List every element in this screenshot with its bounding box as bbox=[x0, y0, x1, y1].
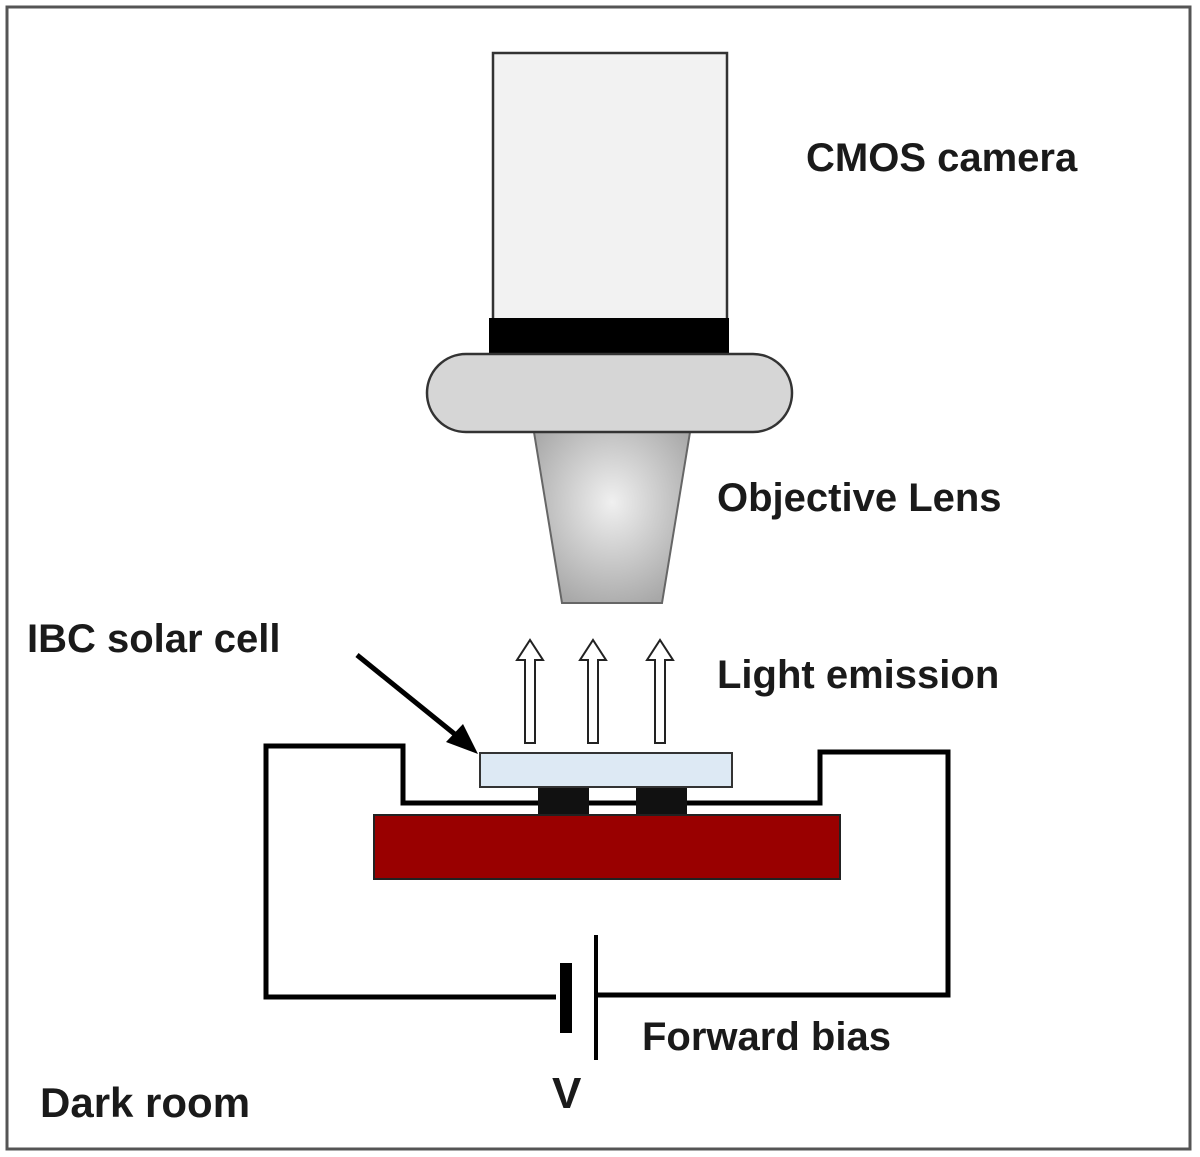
forward-bias-label: Forward bias bbox=[642, 1015, 891, 1059]
camera-mount-band bbox=[489, 318, 729, 354]
heater-plate bbox=[373, 814, 841, 880]
dark-room-label: Dark room bbox=[40, 1079, 250, 1126]
cmos-camera-label: CMOS camera bbox=[806, 136, 1078, 180]
up-arrow-icon bbox=[515, 638, 545, 744]
battery-icon bbox=[560, 935, 598, 1060]
ibc-solar-cell bbox=[479, 752, 733, 788]
light-emission-arrows bbox=[515, 638, 675, 744]
contact-pad bbox=[538, 786, 589, 814]
objective-lens bbox=[425, 352, 794, 604]
light-emission-label: Light emission bbox=[717, 653, 999, 697]
up-arrow-icon bbox=[645, 638, 675, 744]
arrowhead-icon bbox=[446, 724, 478, 754]
up-arrow-icon bbox=[578, 638, 608, 744]
cmos-camera bbox=[489, 51, 729, 354]
objective-lens-label: Objective Lens bbox=[717, 476, 1002, 520]
ibc-solar-cell-label: IBC solar cell bbox=[27, 617, 280, 661]
voltage-label: V bbox=[552, 1069, 582, 1118]
cell-pointer-arrow bbox=[355, 653, 478, 754]
circuit-wire bbox=[263, 743, 951, 1000]
lens-housing bbox=[425, 352, 794, 434]
contact-pad bbox=[636, 786, 687, 814]
camera-body bbox=[491, 51, 729, 323]
